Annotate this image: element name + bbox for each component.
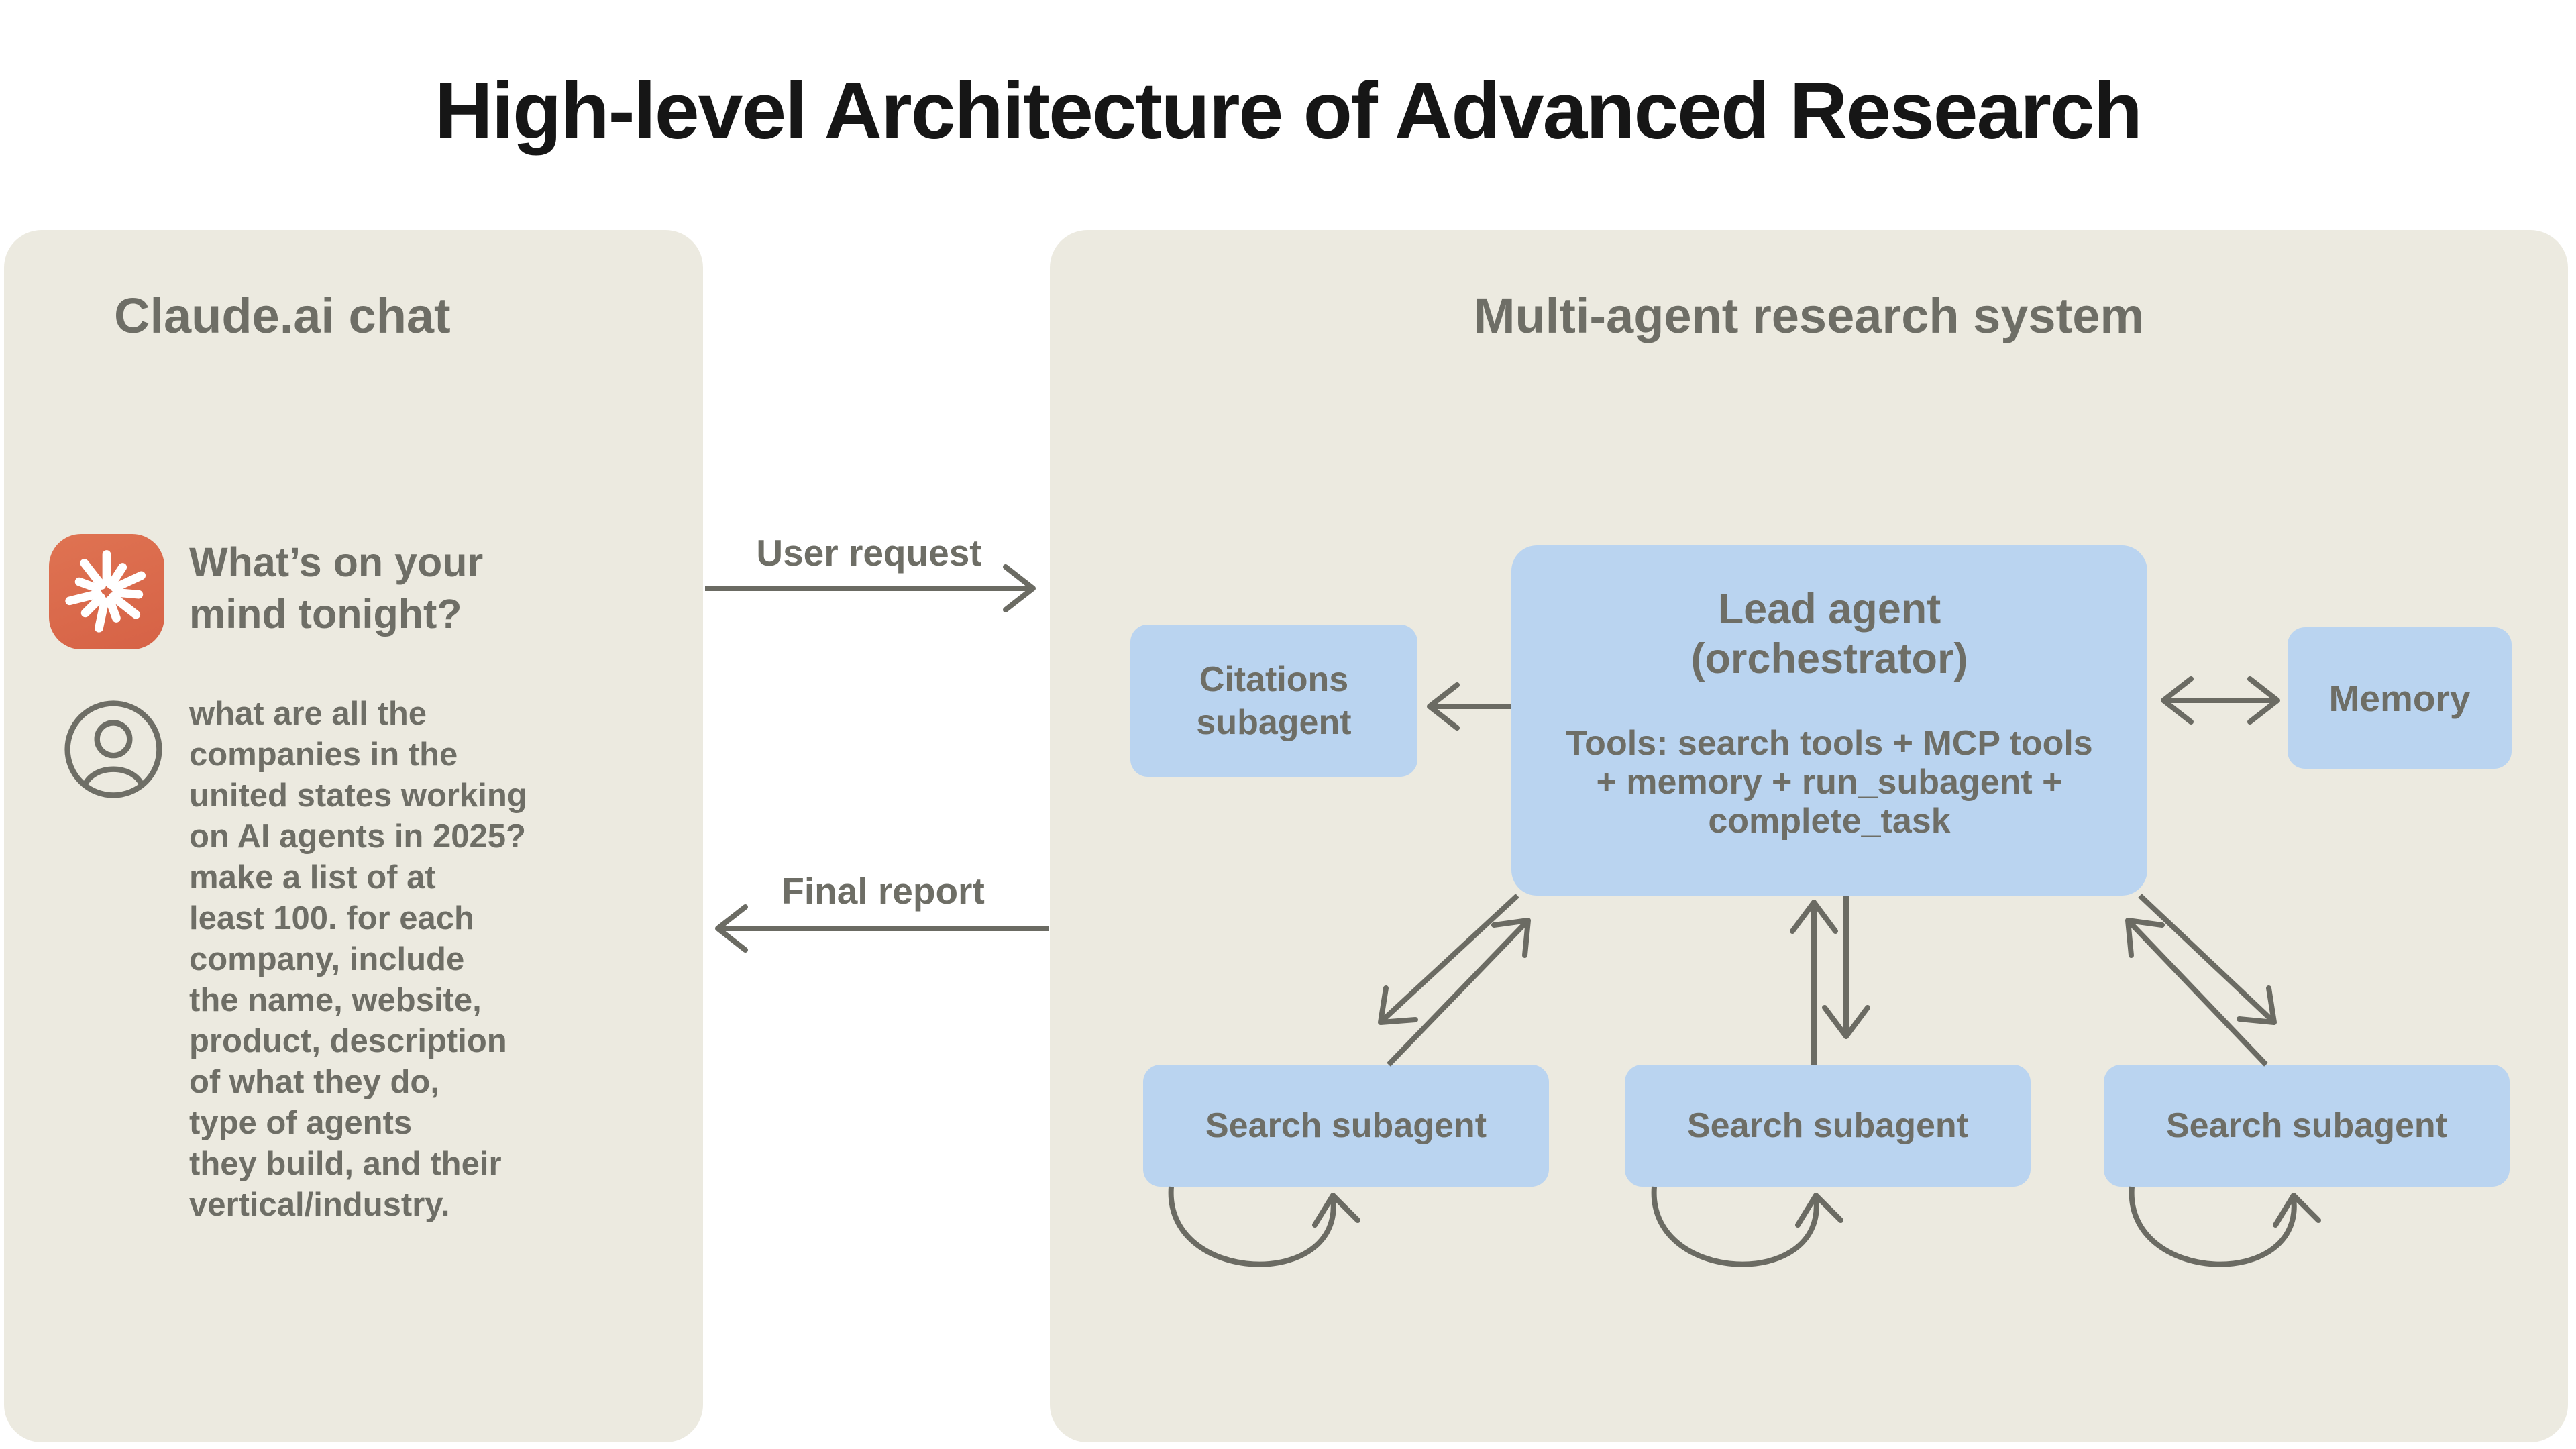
user-avatar-icon <box>62 698 164 800</box>
search-subagent-box-3: Search subagent <box>2104 1065 2510 1187</box>
memory-box: Memory <box>2288 627 2512 769</box>
research-panel-header: Multi-agent research system <box>1473 288 2145 343</box>
citations-subagent-box: Citations subagent <box>1130 625 1417 777</box>
user-query-message: what are all the companies in the united… <box>189 696 527 1223</box>
claude-spark-icon <box>49 534 164 649</box>
search-subagent-box-2: Search subagent <box>1625 1065 2031 1187</box>
page-title: High-level Architecture of Advanced Rese… <box>435 66 2143 156</box>
claude-chat-panel <box>4 230 703 1442</box>
final-report-label: Final report <box>782 870 985 912</box>
assistant-prompt: What’s on your mind tonight? <box>189 539 484 637</box>
lead-agent-tools: Tools: search tools + MCP tools + memory… <box>1566 724 2093 841</box>
claude-panel-header: Claude.ai chat <box>114 288 451 343</box>
lead-agent-title: Lead agent (orchestrator) <box>1690 586 1968 682</box>
final-report-arrow <box>715 904 1049 953</box>
search-subagent-box-1: Search subagent <box>1143 1065 1549 1187</box>
user-request-label: User request <box>756 532 982 574</box>
lead-agent-box: Lead agent (orchestrator) Tools: search … <box>1511 545 2147 896</box>
